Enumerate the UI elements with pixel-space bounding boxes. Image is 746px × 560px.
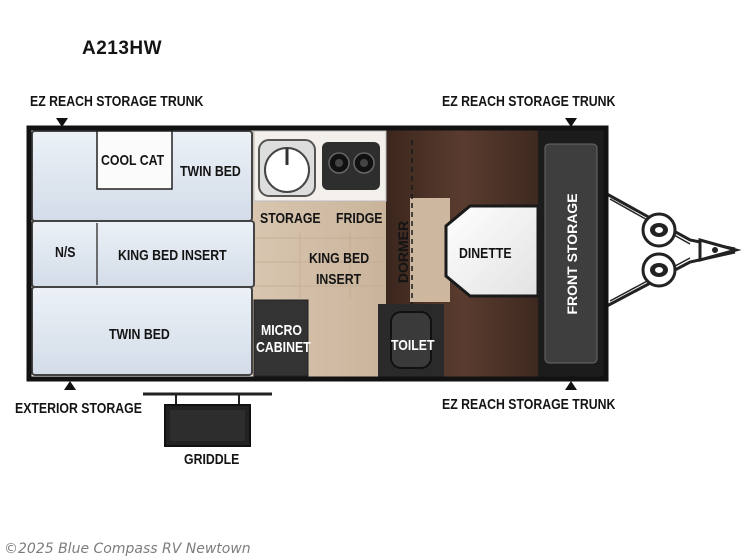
cool-cat-unit: [96, 130, 173, 190]
trunk-label-bottom-right: EZ REACH STORAGE TRUNK: [442, 396, 616, 413]
exterior-storage-marker: [64, 381, 76, 390]
trunk-label-top-left: EZ REACH STORAGE TRUNK: [30, 93, 204, 110]
king-bed-insert-center-label-1: KING BED: [309, 250, 370, 267]
king-bed-insert-center-label-2: INSERT: [316, 271, 362, 288]
front-storage: [544, 143, 598, 364]
griddle-label: GRIDDLE: [184, 451, 240, 468]
dinette-label: DINETTE: [459, 245, 512, 262]
trunk-marker-top-right: [565, 118, 577, 127]
twin-bed-top-label: TWIN BED: [180, 163, 241, 180]
toilet: [390, 311, 432, 369]
twin-bed-bottom: [31, 286, 253, 376]
toilet-label: TOILET: [391, 337, 435, 354]
cool-cat-label: COOL CAT: [101, 152, 165, 169]
trunk-marker-bottom-right: [565, 381, 577, 390]
model-title: A213HW: [82, 38, 163, 59]
watermark: ©2025 Blue Compass RV Newtown: [4, 541, 251, 557]
storage-label: STORAGE: [260, 210, 321, 227]
griddle: [143, 392, 272, 447]
fridge-label: FRIDGE: [336, 210, 383, 227]
hitch-tongue: [604, 191, 742, 309]
exterior-storage-label: EXTERIOR STORAGE: [15, 400, 142, 417]
trunk-marker-top-left: [56, 118, 68, 127]
trunk-label-top-right: EZ REACH STORAGE TRUNK: [442, 93, 616, 110]
outer-wall: [26, 125, 609, 382]
micro-cabinet: [253, 299, 309, 377]
dormer-floor: [410, 198, 450, 302]
twin-bed-bottom-label: TWIN BED: [109, 326, 170, 343]
cabinet-label: CABINET: [256, 339, 311, 356]
cooktop: [322, 142, 380, 190]
ns-label: N/S: [55, 244, 76, 261]
front-storage-label: FRONT STORAGE: [564, 193, 580, 315]
micro-label: MICRO: [261, 322, 302, 339]
jack-wheel-bottom: [641, 252, 677, 288]
king-bed-insert-left-label: KING BED INSERT: [118, 247, 227, 264]
sink: [258, 139, 316, 197]
jack-wheel-top: [641, 212, 677, 248]
dormer-label: DORMER: [395, 220, 411, 284]
